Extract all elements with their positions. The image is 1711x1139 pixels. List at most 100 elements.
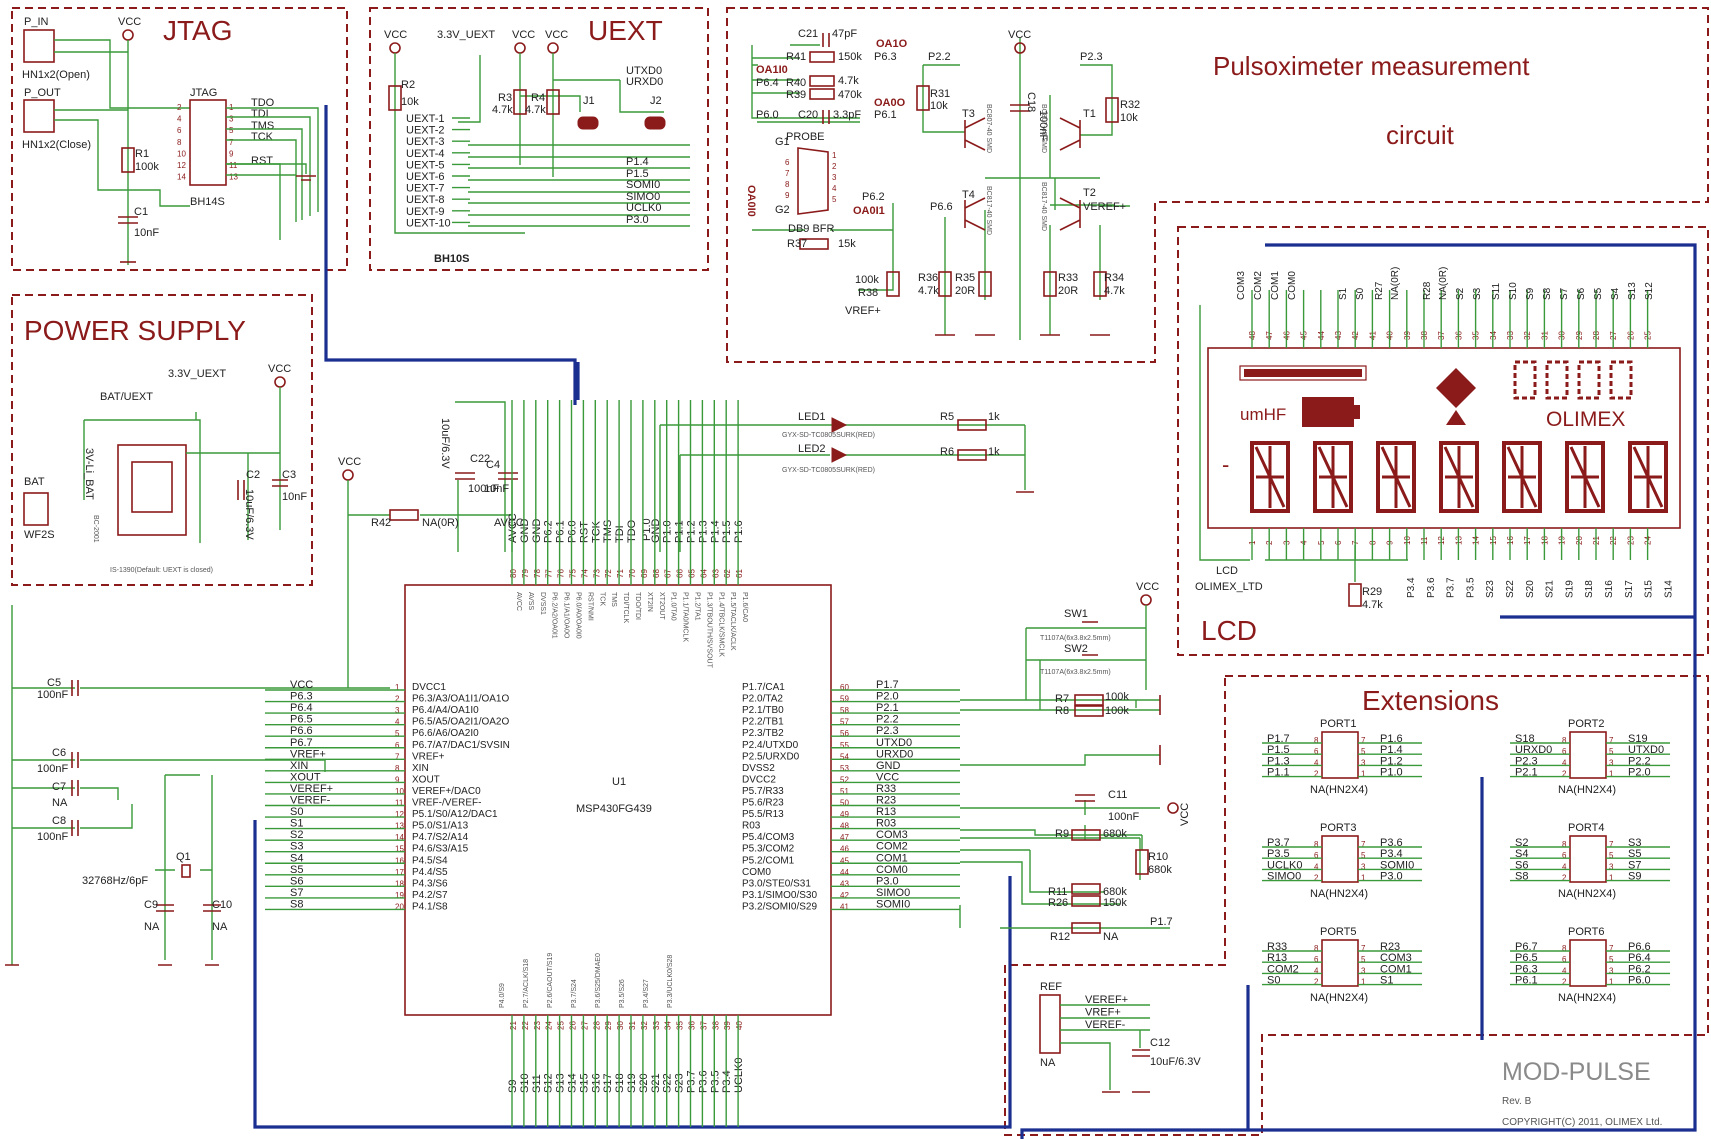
mcu-bottom-pin-name: P3.5/S26 [619, 979, 626, 1008]
mcu-left-pin-number: 13 [395, 822, 404, 831]
p66-label: P6.6 [930, 201, 953, 213]
c21-value: 47pF [832, 28, 857, 40]
jtag-pin-left: 8 [177, 138, 182, 147]
led1-part: GYX-SD-TC0805SURK(RED) [782, 432, 875, 439]
port-right-net: S3 [1628, 837, 1641, 849]
uext-net-label: P3.0 [626, 214, 649, 226]
p-in-type: HN1x2(Open) [22, 69, 90, 81]
mcu-right-pin-number: 49 [840, 810, 849, 819]
mcu-bottom-pin-number: 37 [699, 1021, 708, 1030]
uext-net-label: UCLK0 [626, 202, 661, 214]
mcu-right-pin-name: R03 [742, 821, 761, 832]
port-pin-right: 5 [1609, 747, 1614, 756]
oa1o-label: OA1O [876, 38, 908, 50]
db9-pin: 7 [785, 169, 790, 178]
db9-type: DB9 BFR [788, 223, 835, 235]
port-left-net: S8 [1515, 871, 1528, 883]
power-frame [11, 294, 313, 586]
mcu-left-pin-number: 4 [395, 718, 400, 727]
c22-c4-body [455, 472, 518, 480]
port-header [1321, 939, 1359, 987]
lcd-digit [1502, 441, 1542, 513]
mcu-left-pin-number: 17 [395, 868, 404, 877]
p-out-connector [23, 99, 55, 133]
port-left-net: P3.7 [1267, 837, 1290, 849]
c3-value: 10nF [282, 491, 307, 503]
jtag-rst-wire [226, 163, 307, 174]
mcu-left-pin-number: 8 [395, 764, 400, 773]
power-vcc-label: VCC [268, 363, 291, 375]
mcu-left-pin-name: XIN [412, 763, 429, 774]
sw-vcc: VCC [1136, 581, 1159, 593]
c3-label: C3 [282, 469, 296, 481]
port-name: PORT1 [1320, 718, 1356, 730]
bat-uext-switch-inner [131, 461, 173, 513]
mcu-left-pin-number: 9 [395, 775, 400, 784]
pulse-vcc-symbol [1014, 42, 1026, 54]
extensions-frame [1004, 675, 1709, 1136]
mcu-left-pin-name: P6.4/A4/OA1I0 [412, 705, 479, 716]
mcu-right-net: UTXD0 [876, 737, 912, 749]
mcu-top-pin-number: 66 [676, 569, 685, 578]
j2-label: J2 [650, 95, 662, 107]
lcd-top-signal: COM2 [1253, 271, 1264, 300]
port-name: PORT2 [1568, 718, 1604, 730]
mcu-top-pin-number: 75 [569, 569, 578, 578]
vcc2-symbol [1167, 802, 1179, 814]
port-left-net: P3.5 [1267, 848, 1290, 860]
mcu-left-net: P6.4 [290, 702, 313, 714]
lcd-top-signal: S2 [1455, 287, 1466, 300]
p-out-label: P_OUT [24, 87, 61, 99]
mcu-top-pin-number: 80 [509, 569, 518, 578]
mcu-top-net: GND [531, 519, 543, 544]
jtag-pin-left: 4 [177, 115, 182, 124]
mcu-right-net: P3.0 [876, 875, 899, 887]
mcu-bottom-pin-name: P2.6/CAOUT/S19 [547, 953, 554, 1008]
mcu-left-pin-number: 1 [395, 683, 400, 692]
c18-label: C18 [1025, 92, 1037, 112]
mcu-right-net: R03 [876, 818, 896, 830]
mcu-top-pin-name: AVSS [527, 592, 534, 610]
lcd-top-signal: COM0 [1287, 271, 1298, 300]
mcu-top-pin-name: XT2IN [646, 592, 653, 612]
vref-label: VREF+ [845, 305, 881, 317]
lcd-glass [1207, 347, 1681, 529]
led2-symbol [831, 447, 848, 463]
mcu-top-net: P6.1 [555, 520, 567, 543]
mcu-bottom-pin-number: 29 [604, 1021, 613, 1030]
mcu-left-pin-number: 18 [395, 879, 404, 888]
port-pin-right: 7 [1361, 944, 1366, 953]
port-left-net: P2.1 [1515, 767, 1538, 779]
mcu-top-pin-number: 65 [688, 569, 697, 578]
port-pin-left: 4 [1314, 758, 1319, 767]
mcu-bottom-pin-number: 21 [509, 1021, 518, 1030]
lcd-maker: OLIMEX_LTD [1195, 581, 1263, 593]
mcu-left-pin-number: 12 [395, 810, 404, 819]
lcd-digit [1439, 441, 1479, 513]
jtag-pin-left: 2 [177, 103, 182, 112]
mcu-left-pin-name: P4.7/S2/A14 [412, 832, 469, 843]
mcu-left-pin-number: 14 [395, 833, 404, 842]
port-pin-left: 8 [1562, 736, 1567, 745]
mcu-top-pin-number: 63 [711, 569, 720, 578]
power-vcc-symbol [274, 376, 286, 388]
r3-value: 4.7k [492, 104, 513, 116]
r12-body [1071, 922, 1101, 934]
lcd-top-signal: S3 [1472, 287, 1483, 300]
lcd-bottom-signal: S21 [1545, 580, 1556, 598]
battery-part: 3V-Li_BAT [83, 448, 95, 500]
r5-label: R5 [940, 411, 954, 423]
lcd-digit [1250, 441, 1290, 513]
port-left-net: P1.7 [1267, 733, 1290, 745]
port-name: PORT3 [1320, 822, 1356, 834]
mcu-right-pin-name: P5.5/R13 [742, 809, 784, 820]
c6-label: C6 [52, 747, 66, 759]
lcd-bottom-signal: S19 [1564, 580, 1575, 598]
db9-pin: 2 [832, 162, 837, 171]
lcd-part-label: LCD [1216, 565, 1238, 577]
mcu-top-pin-name: P1.0/TA0 [670, 592, 677, 621]
mcu-right-pin-number: 55 [840, 741, 849, 750]
r11-label: R11 [1048, 886, 1067, 898]
mcu-left-pin-number: 11 [395, 799, 404, 808]
r6-value: 1k [988, 446, 1000, 458]
